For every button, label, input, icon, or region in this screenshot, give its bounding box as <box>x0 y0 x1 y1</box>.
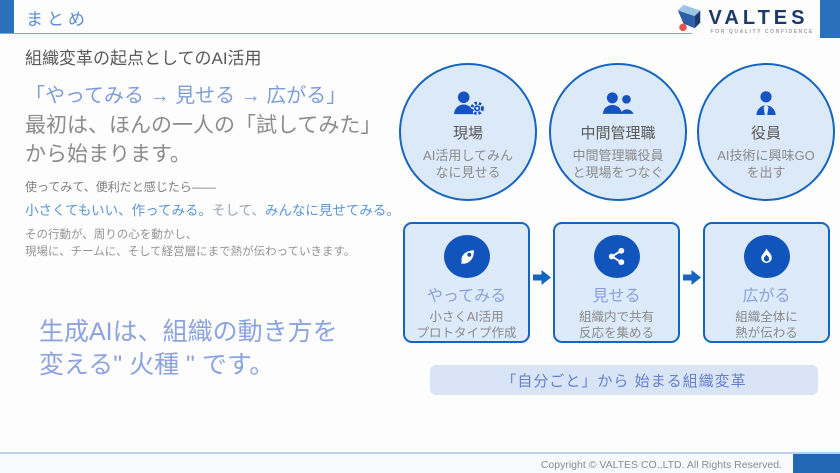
step-arrow-1-icon <box>533 270 551 285</box>
note-action: 小さくてもいい、作ってみる。そして、みんなに見せてみる。 <box>25 199 400 219</box>
copyright-text: Copyright © VALTES CO.,LTD. All Rights R… <box>540 459 782 471</box>
key-statement: 生成AIは、組織の動き方を 変える" 火種 " です。 <box>39 316 338 382</box>
circle-desc: 中間管理職役員 と現場をつなぐ <box>572 148 664 180</box>
footer-accent-bar <box>793 454 840 473</box>
intro-line-2: から始まります。 <box>25 143 191 166</box>
page-title: まとめ <box>26 10 89 29</box>
step-desc: 小さくAI活用 プロトタイプ作成 <box>416 310 517 340</box>
users-icon <box>602 91 634 116</box>
rocket-icon <box>443 235 490 278</box>
section-heading: 組織変革の起点としてのAI活用 <box>25 49 262 68</box>
conclusion-banner: 「自分ごと」から 始まる組織変革 <box>430 365 818 395</box>
note-action-part2: そして、 <box>211 203 265 218</box>
header-accent-bar <box>820 0 840 38</box>
user-tie-icon <box>754 91 778 116</box>
role-circle-genba: 現場 AI活用してみん なに見せる <box>399 63 537 201</box>
key-statement-line2: 変える" 火種 " です。 <box>39 351 275 379</box>
note-effect-line2: 現場に、チームに、そして経営層にまで熱が伝わっていきます。 <box>25 246 356 258</box>
step-title: やってみる <box>426 288 507 305</box>
role-circle-executives: 役員 AI技術に興味GO を出す <box>697 63 835 201</box>
step-title: 広がる <box>742 288 791 305</box>
header-accent-square <box>0 0 14 33</box>
circle-title: 中間管理職 <box>580 125 656 142</box>
logo-name: VALTES <box>708 6 809 29</box>
user-gear-icon <box>453 91 484 116</box>
note-trigger: 使ってみて、便利だと感じたら—— <box>25 180 216 194</box>
circle-title: 役員 <box>750 125 781 142</box>
valtes-logo-icon <box>676 3 704 38</box>
step-box-spread: 広がる 組織全体に 熱が伝わる <box>703 222 830 343</box>
flow-quote: 「やってみる → 見せる → 広がる」 <box>25 85 347 107</box>
role-circle-middle-management: 中間管理職 中間管理職役員 と現場をつなぐ <box>549 63 687 201</box>
step-desc: 組織内で共有 反応を集める <box>578 310 654 340</box>
logo-tagline: FOR QUALITY CONFIDENCE <box>710 28 814 35</box>
key-statement-line1: 生成AIは、組織の動き方を <box>39 318 338 346</box>
header-divider <box>0 33 692 34</box>
step-title: 見せる <box>592 288 641 305</box>
share-icon <box>593 235 640 278</box>
circle-desc: AI技術に興味GO を出す <box>717 148 815 180</box>
circle-desc: AI活用してみん なに見せる <box>423 148 513 180</box>
intro-line-1: 最初は、ほんの一人の「試してみた」 <box>25 114 382 137</box>
step-box-try: やってみる 小さくAI活用 プロトタイプ作成 <box>403 222 530 343</box>
step-arrow-2-icon <box>683 270 701 285</box>
intro-text: 最初は、ほんの一人の「試してみた」 から始まります。 <box>25 111 381 169</box>
step-box-show: 見せる 組織内で共有 反応を集める <box>553 222 680 343</box>
circle-title: 現場 <box>452 125 483 142</box>
footer <box>0 454 840 473</box>
valtes-logo: VALTES FOR QUALITY CONFIDENCE <box>676 3 814 38</box>
note-effect: その行動が、周りの心を動かし、 現場に、チームに、そして経営層にまで熱が伝わって… <box>25 227 355 261</box>
footer-divider <box>0 452 840 454</box>
flame-icon <box>743 235 790 278</box>
note-action-part3: みんなに見せてみる。 <box>264 203 400 218</box>
step-desc: 組織全体に 熱が伝わる <box>735 310 798 340</box>
note-effect-line1: その行動が、周りの心を動かし、 <box>25 229 198 241</box>
note-action-part1: 小さくてもいい、作ってみる。 <box>25 203 212 218</box>
